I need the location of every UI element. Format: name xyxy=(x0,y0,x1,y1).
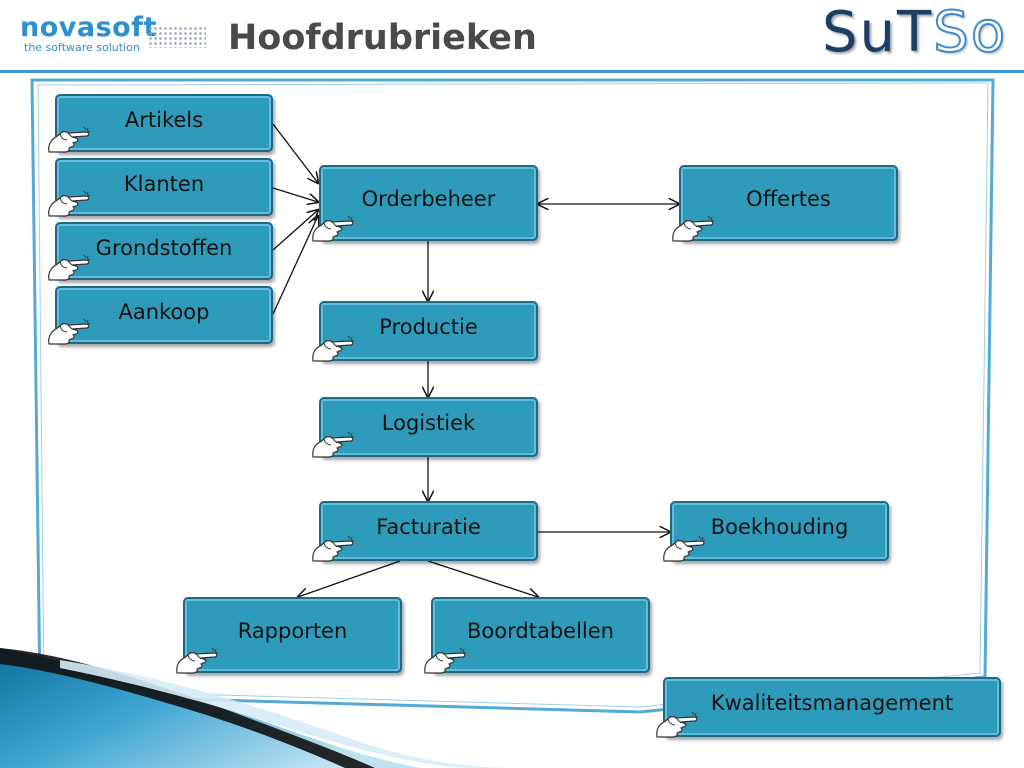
pointing-hand-icon xyxy=(670,211,716,245)
connector-facturatie-boordtabellen xyxy=(427,560,538,597)
logo-wordmark: novasoft xyxy=(20,12,157,43)
rapporten-button[interactable]: Rapporten xyxy=(183,597,402,673)
offertes-button[interactable]: Offertes xyxy=(679,165,898,241)
kwaliteitsmanagement-button[interactable]: Kwaliteitsmanagement xyxy=(663,677,1001,737)
node-label: Boekhouding xyxy=(710,515,849,539)
node-label: Grondstoffen xyxy=(95,236,233,260)
pointing-hand-icon xyxy=(661,531,707,565)
node-label: Logistiek xyxy=(381,411,476,435)
connector-artikels-orderbeheer xyxy=(272,123,318,183)
sutso-brand-logo: SuTSo xyxy=(822,0,1008,65)
node-label: Facturatie xyxy=(376,515,481,539)
brand-letter: S xyxy=(822,0,860,65)
pointing-hand-icon xyxy=(654,707,700,741)
brand-letter: T xyxy=(897,0,934,65)
pointing-hand-icon xyxy=(174,643,220,677)
pointing-hand-icon xyxy=(46,186,92,220)
logistiek-button[interactable]: Logistiek xyxy=(319,397,538,457)
node-label: Productie xyxy=(379,315,478,339)
klanten-button[interactable]: Klanten xyxy=(55,158,273,216)
pointing-hand-icon xyxy=(46,314,92,348)
boordtabellen-button[interactable]: Boordtabellen xyxy=(431,597,650,673)
node-label: Rapporten xyxy=(237,619,348,643)
pointing-hand-icon xyxy=(310,211,356,245)
connector-klanten-orderbeheer xyxy=(272,187,318,202)
node-label: Boordtabellen xyxy=(467,619,614,643)
artikels-button[interactable]: Artikels xyxy=(55,94,273,152)
title-underline xyxy=(0,70,1024,73)
connector-facturatie-rapporten xyxy=(298,560,401,597)
node-label: Artikels xyxy=(124,108,204,132)
logo-dot-pattern xyxy=(148,26,206,48)
node-label: Aankoop xyxy=(118,300,210,324)
grondstoffen-button[interactable]: Grondstoffen xyxy=(55,222,273,280)
orderbeheer-button[interactable]: Orderbeheer xyxy=(319,165,538,241)
facturatie-button[interactable]: Facturatie xyxy=(319,501,538,561)
pointing-hand-icon xyxy=(422,643,468,677)
pointing-hand-icon xyxy=(310,331,356,365)
pointing-hand-icon xyxy=(310,531,356,565)
productie-button[interactable]: Productie xyxy=(319,301,538,361)
connector-aankoop-orderbeheer xyxy=(272,216,318,315)
novasoft-logo: novasoft the software solution xyxy=(20,12,220,56)
node-label: Kwaliteitsmanagement xyxy=(710,691,954,715)
pointing-hand-icon xyxy=(310,427,356,461)
logo-tagline: the software solution xyxy=(24,41,140,54)
corner-swoosh xyxy=(0,648,520,768)
pointing-hand-icon xyxy=(46,250,92,284)
pointing-hand-icon xyxy=(46,122,92,156)
node-label: Offertes xyxy=(746,187,831,211)
node-label: Klanten xyxy=(123,172,205,196)
slide-title: Hoofdrubrieken xyxy=(228,18,537,58)
aankoop-button[interactable]: Aankoop xyxy=(55,286,273,344)
brand-letter: S xyxy=(932,0,971,65)
brand-letter: u xyxy=(859,0,898,65)
brand-letter: o xyxy=(970,0,1008,65)
node-label: Orderbeheer xyxy=(361,187,496,211)
boekhouding-button[interactable]: Boekhouding xyxy=(670,501,889,561)
